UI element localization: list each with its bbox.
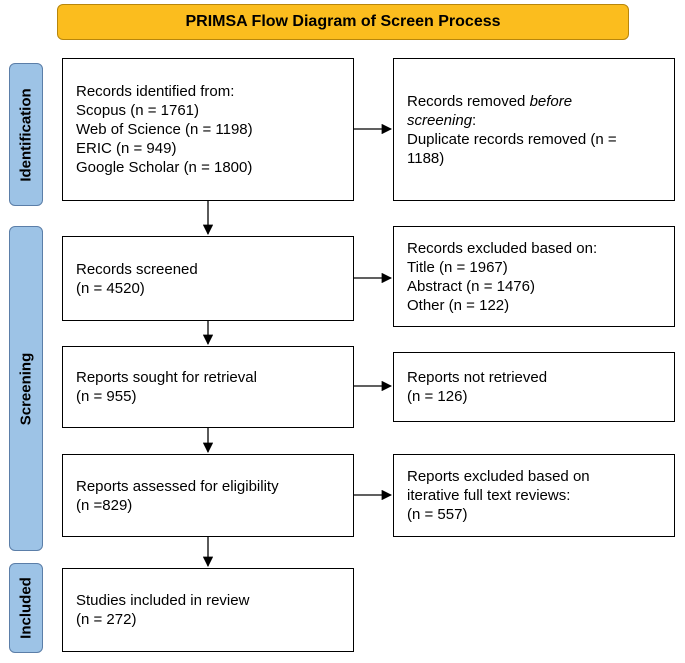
records-identified-heading: Records identified from: <box>76 83 235 100</box>
records-removed-line2: screening: <box>407 111 477 129</box>
records-identified-scopus: Scopus (n = 1761) <box>76 102 199 119</box>
records-identified-box: Records identified from: Scopus (n = 176… <box>62 58 354 201</box>
records-removed-box: Records removed before screening: Duplic… <box>393 58 675 201</box>
records-identified-wos: Web of Science (n = 1198) <box>76 121 253 138</box>
reports-sought-count: (n = 955) <box>76 388 137 405</box>
reports-excluded-box: Reports excluded based on iterative full… <box>393 454 675 537</box>
studies-included-count: (n = 272) <box>76 611 137 628</box>
records-identified-eric: ERIC (n = 949) <box>76 140 177 157</box>
reports-assessed-count: (n =829) <box>76 496 133 514</box>
diagram-title: PRIMSA Flow Diagram of Screen Process <box>57 4 629 40</box>
records-screened-box: Records screened (n = 4520) <box>62 236 354 321</box>
reports-not-retrieved-count: (n = 126) <box>407 388 468 405</box>
reports-assessed-label: Reports assessed for eligibility <box>76 477 279 495</box>
records-removed-line3: Duplicate records removed (n = <box>407 130 617 148</box>
records-removed-line4: 1188) <box>407 149 445 167</box>
records-removed-line1: Records removed before <box>407 92 573 110</box>
reports-excluded-line1: Reports excluded based on <box>407 468 590 485</box>
records-excluded-abstract: Abstract (n = 1476) <box>407 277 535 295</box>
reports-not-retrieved-label: Reports not retrieved <box>407 369 548 386</box>
phase-included: Included <box>9 563 43 653</box>
studies-included-label: Studies included in review <box>76 592 250 609</box>
records-excluded-box: Records excluded based on: Title (n = 19… <box>393 226 675 327</box>
reports-not-retrieved-box: Reports not retrieved (n = 126) <box>393 352 675 422</box>
records-excluded-other: Other (n = 122) <box>407 296 510 314</box>
records-excluded-heading: Records excluded based on: <box>407 239 598 257</box>
reports-sought-label: Reports sought for retrieval <box>76 369 257 386</box>
phase-screening: Screening <box>9 226 43 551</box>
phase-identification: Identification <box>9 63 43 206</box>
reports-excluded-count: (n = 557) <box>407 506 468 523</box>
studies-included-box: Studies included in review (n = 272) <box>62 568 354 652</box>
records-screened-count: (n = 4520) <box>76 279 145 297</box>
records-screened-label: Records screened <box>76 260 198 278</box>
records-excluded-title: Title (n = 1967) <box>407 258 508 276</box>
reports-excluded-line2: iterative full text reviews: <box>407 487 571 504</box>
reports-assessed-box: Reports assessed for eligibility (n =829… <box>62 454 354 537</box>
records-identified-scholar: Google Scholar (n = 1800) <box>76 159 253 176</box>
reports-sought-box: Reports sought for retrieval (n = 955) <box>62 346 354 428</box>
